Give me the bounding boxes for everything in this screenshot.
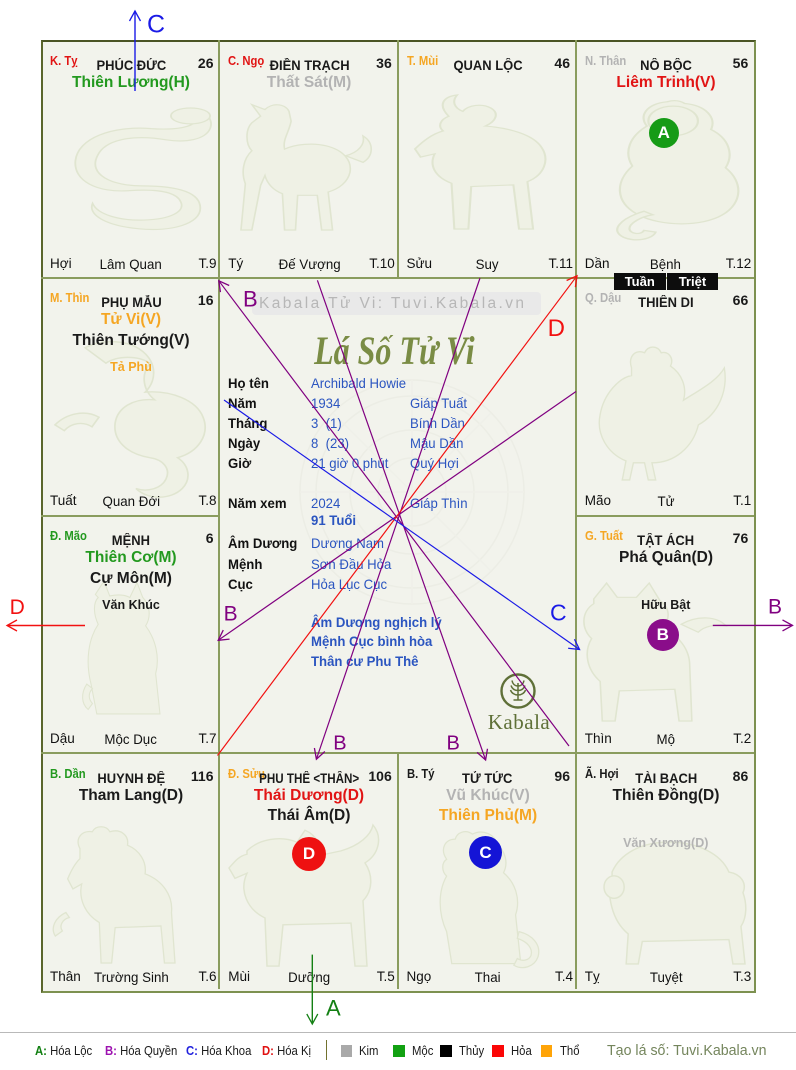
svg-text:B: B xyxy=(447,733,460,755)
svg-text:B: B xyxy=(333,733,346,755)
svg-text:C: C xyxy=(550,600,567,626)
svg-text:D: D xyxy=(10,596,25,619)
svg-text:D: D xyxy=(548,315,565,342)
svg-text:B: B xyxy=(768,596,782,619)
svg-text:B: B xyxy=(224,602,238,625)
svg-text:C: C xyxy=(147,11,165,39)
svg-text:B: B xyxy=(243,287,258,312)
svg-text:Kabala: Kabala xyxy=(488,710,551,734)
svg-text:A: A xyxy=(326,996,341,1021)
